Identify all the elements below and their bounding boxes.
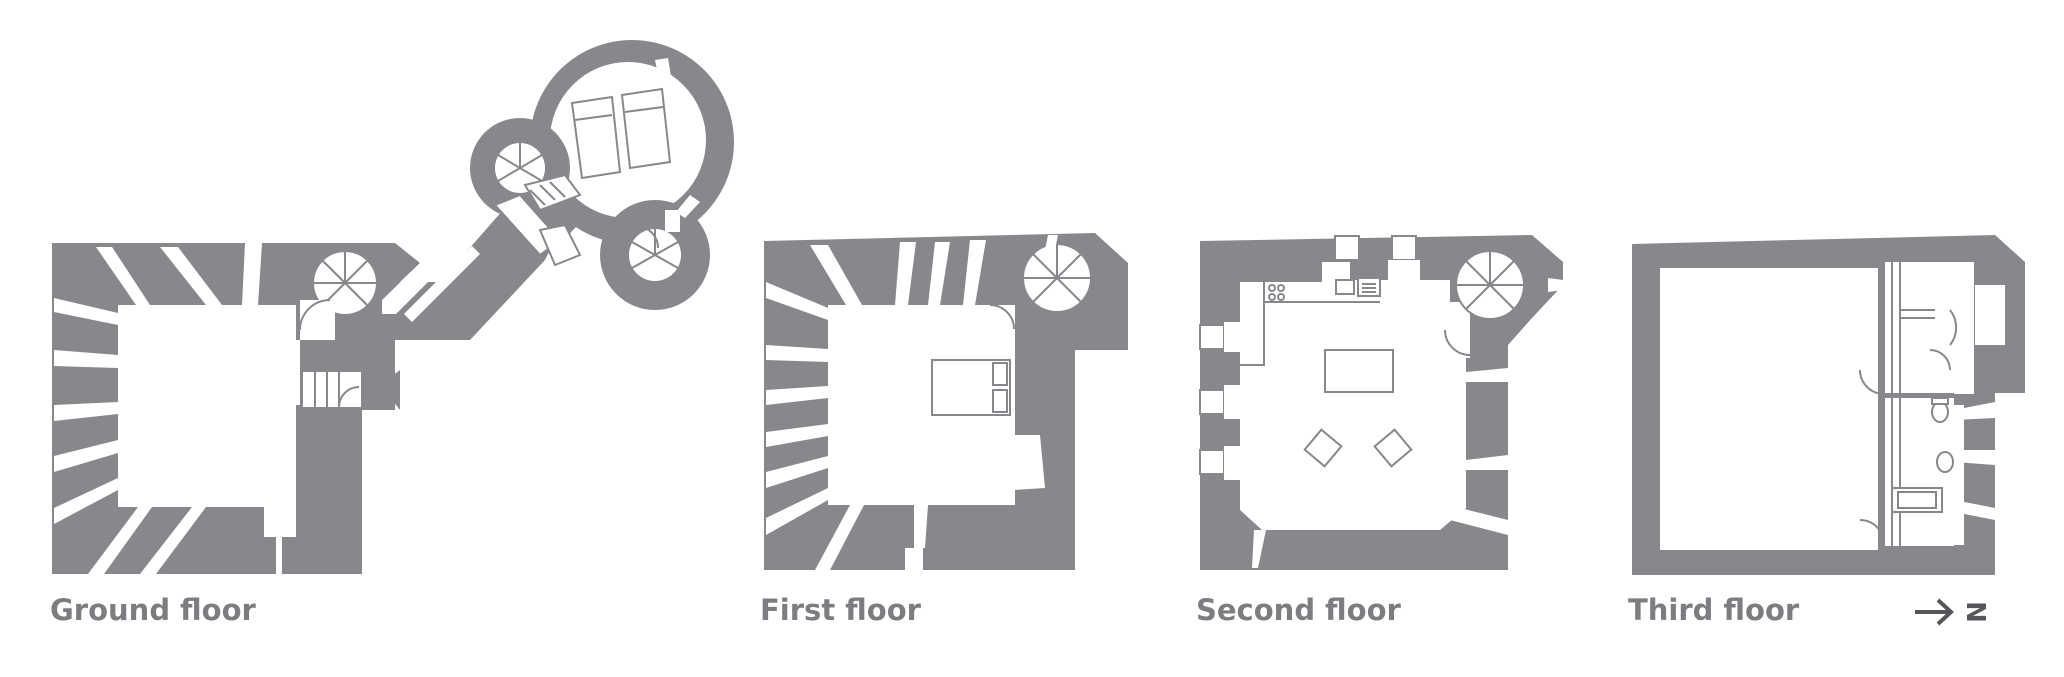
second-floor-living-furniture xyxy=(1303,349,1413,468)
second-floor-kitchen xyxy=(1240,277,1381,366)
third-floor-plan xyxy=(1632,235,2025,575)
ground-floor-label: Ground floor xyxy=(50,593,256,627)
third-floor-label: Third floor xyxy=(1628,593,1800,627)
second-floor-main-room xyxy=(1240,262,1470,530)
third-floor-main-room xyxy=(1660,268,1878,550)
ground-floor-main-room xyxy=(118,305,296,507)
first-floor-label: First floor xyxy=(760,593,921,627)
first-floor-plan xyxy=(764,233,1128,570)
second-floor-spiral-stair xyxy=(1456,251,1524,310)
ground-floor-spiral-stair xyxy=(313,251,377,307)
second-floor-plan xyxy=(1199,235,1563,570)
north-letter-group: N xyxy=(1960,601,1990,623)
third-floor-bathrooms xyxy=(1891,397,1954,513)
north-letter: N xyxy=(1960,601,1990,623)
first-floor-windows xyxy=(766,235,1058,570)
ground-floor-stair-flight xyxy=(314,372,360,408)
ground-floor-plan xyxy=(52,40,734,574)
north-arrow-head xyxy=(1936,598,1954,626)
first-floor-spiral-stair xyxy=(1023,244,1091,303)
ground-floor-twin-beds xyxy=(570,87,672,180)
ground-floor-windows xyxy=(54,243,282,574)
first-floor-double-bed xyxy=(931,359,1011,416)
second-floor-label: Second floor xyxy=(1196,593,1401,627)
north-arrow xyxy=(1915,598,1954,626)
